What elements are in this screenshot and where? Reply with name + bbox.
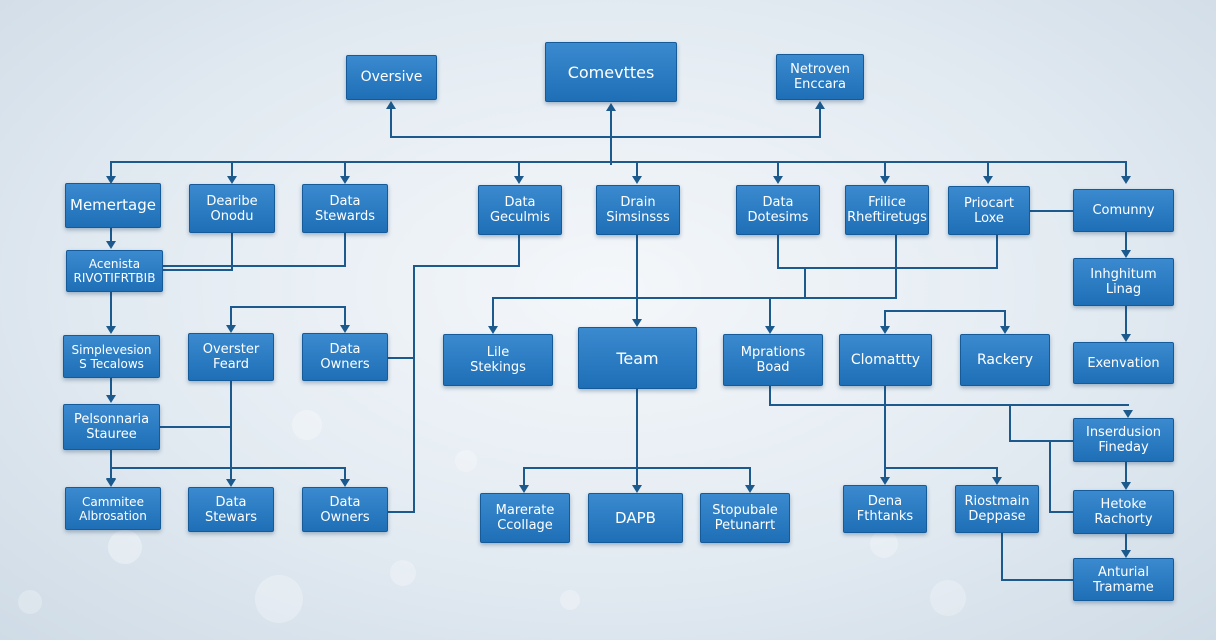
arrow-head (1121, 550, 1131, 558)
arrow-head (745, 485, 755, 493)
node-hetoke[interactable]: Hetoke Rachorty (1073, 490, 1174, 534)
node-memertage[interactable]: Memertage (65, 183, 161, 228)
node-data-stewars[interactable]: Data Stewars (188, 487, 274, 532)
node-data-geculmis[interactable]: Data Geculmis (478, 185, 562, 235)
arrow-head (606, 103, 616, 111)
node-oversive[interactable]: Oversive (346, 55, 437, 100)
arrow-head (340, 479, 350, 487)
node-marerate[interactable]: Marerate Ccollage (480, 493, 570, 543)
node-team[interactable]: Team (578, 327, 697, 389)
node-simplevesion[interactable]: Simplevesion S Tecalows (63, 335, 160, 378)
node-pelsonnaria[interactable]: Pelsonnaria Stauree (63, 404, 160, 450)
node-clomattty[interactable]: Clomattty (839, 334, 932, 386)
bokeh-dot (870, 530, 898, 558)
bokeh-dot (108, 530, 142, 564)
arrow-head (1121, 482, 1131, 490)
node-priocart[interactable]: Priocart Loxe (948, 186, 1030, 235)
node-inhghitum[interactable]: Inhghitum Linag (1073, 258, 1174, 306)
node-data-owners-2[interactable]: Data Owners (302, 487, 388, 532)
arrow-head (519, 485, 529, 493)
node-dearibe[interactable]: Dearibe Onodu (189, 184, 275, 233)
bokeh-dot (390, 560, 416, 586)
node-data-owners-1[interactable]: Data Owners (302, 333, 388, 381)
arrow-head (1121, 334, 1131, 342)
arrow-head (632, 176, 642, 184)
arrow-head (992, 477, 1002, 485)
node-netroven[interactable]: Netroven Enccara (776, 54, 864, 100)
arrow-head (106, 241, 116, 249)
arrow-head (514, 176, 524, 184)
arrow-head (983, 176, 993, 184)
bokeh-dot (18, 590, 42, 614)
arrow-head (106, 479, 116, 487)
node-dena[interactable]: Dena Fthtanks (843, 485, 927, 533)
node-frilice[interactable]: Frilice Rheftiretugs (845, 185, 929, 235)
arrow-head (106, 395, 116, 403)
arrow-head (815, 101, 825, 109)
arrow-head (106, 176, 116, 184)
arrow-head (1121, 250, 1131, 258)
bokeh-dot (560, 590, 580, 610)
arrow-head (765, 326, 775, 334)
node-dapb[interactable]: DAPB (588, 493, 683, 543)
node-cammitee[interactable]: Cammitee Albrosation (65, 487, 161, 530)
node-acenista[interactable]: Acenista RIVOTIFRTBIB (66, 250, 163, 292)
node-drain[interactable]: Drain Simsinsss (596, 185, 680, 235)
arrow-head (1121, 176, 1131, 184)
arrow-head (226, 479, 236, 487)
bokeh-dot (292, 410, 322, 440)
arrow-head (340, 176, 350, 184)
node-rackery[interactable]: Rackery (960, 334, 1050, 386)
arrow-head (632, 485, 642, 493)
bokeh-dot (930, 580, 966, 616)
node-data-stewards-1[interactable]: Data Stewards (302, 184, 388, 233)
arrow-head (340, 325, 350, 333)
node-comunny[interactable]: Comunny (1073, 189, 1174, 232)
arrow-head (632, 319, 642, 327)
bokeh-dot (455, 450, 477, 472)
node-stopubale[interactable]: Stopubale Petunarrt (700, 493, 790, 543)
bokeh-dot (255, 575, 303, 623)
arrow-head (880, 176, 890, 184)
node-data-dotesims[interactable]: Data Dotesims (736, 185, 820, 235)
arrow-head (488, 326, 498, 334)
arrow-head (773, 176, 783, 184)
node-exenvation[interactable]: Exenvation (1073, 342, 1174, 384)
arrow-head (1000, 326, 1010, 334)
arrow-head (880, 477, 890, 485)
arrow-head (1123, 410, 1133, 418)
arrow-head (226, 325, 236, 333)
node-overster[interactable]: Overster Feard (188, 333, 274, 381)
arrow-head (106, 326, 116, 334)
arrow-head (880, 326, 890, 334)
node-mprations[interactable]: Mprations Boad (723, 334, 823, 386)
node-anturial[interactable]: Anturial Tramame (1073, 558, 1174, 601)
node-comevttes[interactable]: Comevttes (545, 42, 677, 102)
node-riostmain[interactable]: Riostmain Deppase (955, 485, 1039, 533)
arrow-head (227, 176, 237, 184)
node-lile[interactable]: Lile Stekings (443, 334, 553, 386)
arrow-head (386, 101, 396, 109)
node-inserdusion[interactable]: Inserdusion Fineday (1073, 418, 1174, 462)
